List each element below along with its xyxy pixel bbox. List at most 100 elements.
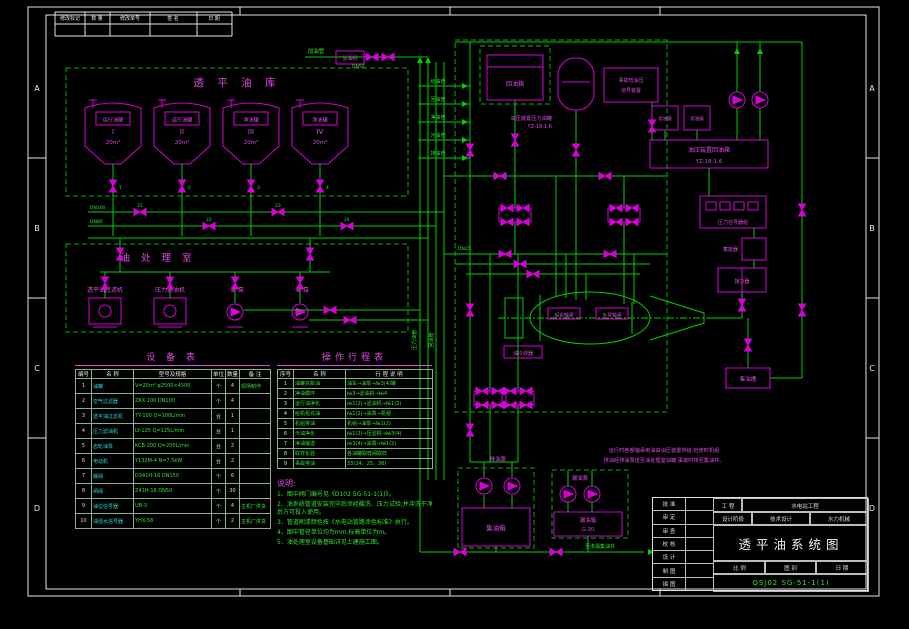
- signature-label: 审 查: [653, 524, 686, 537]
- table-row: 9 事故排油 33(24、25、36): [277, 458, 433, 469]
- valve-icon: [166, 276, 174, 290]
- cell-remark: [239, 423, 271, 439]
- table-row: 6 污油净化 №1(2)→压滤机→№3(4): [277, 428, 433, 439]
- pipe-tag: 排油管: [430, 150, 445, 157]
- outer-border: [27, 6, 880, 597]
- vent-icon: [227, 99, 235, 108]
- cell-desc: №3→滤油机→№4: [345, 388, 433, 399]
- dn-label: DN25: [458, 246, 471, 252]
- cell-name: 油罐充新油: [293, 378, 346, 389]
- equipment-label: 油 泵: [230, 286, 244, 294]
- cell-qty: 4: [225, 378, 240, 394]
- cell-name: 油位信号器: [91, 498, 134, 514]
- col-header: 序号: [277, 369, 294, 379]
- table-row: 6 电动机 Y132M-4 N=7.5kW 台 2: [75, 453, 271, 469]
- signal-box-label: 事故低油压: [618, 77, 643, 84]
- cell-spec: TY-100 Q=100L/min: [133, 408, 212, 424]
- table-row: 1 油罐 V=20m³ φ2500×4500 个 4 现场制作: [75, 378, 271, 394]
- valve-numbers: 1 2 3 4 21 22 23 24: [119, 185, 350, 223]
- low-pressure-signal-box: 事故低油压 信号装置: [603, 67, 659, 103]
- table-row: 7 蝶阀 D341H-16 DN150 个 6: [75, 468, 271, 484]
- drawing-title: 透平油系统图: [713, 524, 869, 562]
- valve-number: 1: [119, 185, 122, 191]
- cell-qty: 6: [225, 468, 240, 484]
- leak-pumps-label: 漏油泵: [572, 474, 589, 482]
- valve-icon: [603, 250, 617, 258]
- zone-letter: B: [34, 224, 40, 233]
- return-tank: 回油箱: [486, 54, 544, 101]
- mobile-filter-label: 滤油机: [342, 55, 357, 62]
- signature-row: 校 核: [653, 537, 713, 552]
- cell-no: 10: [75, 513, 92, 529]
- cell-no: 6: [75, 453, 92, 469]
- stage-label: 设计阶段: [713, 511, 753, 526]
- signature-label: 校 核: [653, 537, 686, 551]
- turbine-body: [529, 291, 651, 345]
- cell-unit: 台: [211, 438, 226, 454]
- valve-cluster-icon: [499, 205, 531, 226]
- valve-icon: [453, 548, 467, 556]
- cell-no: 6: [277, 428, 294, 439]
- arrow-up-icon: [734, 48, 740, 54]
- signature-label: 描 图: [653, 577, 686, 590]
- pressure-tank-model: YZ-18-1.6: [527, 124, 552, 130]
- signature-value: [686, 525, 713, 537]
- col-header: 名 称: [293, 369, 346, 379]
- leak-pump-icon: [559, 485, 577, 503]
- cell-name: 齿轮油泵: [91, 438, 134, 454]
- valve-number: 22: [206, 217, 212, 223]
- riser-label: 压力油管: [411, 330, 418, 350]
- inner-border: [45, 14, 867, 590]
- title-block: 批 准 审 定 审 查 校 核 设 计: [652, 497, 869, 592]
- cell-name: 蝶阀: [91, 468, 134, 484]
- valve-icon: [343, 316, 357, 324]
- cell-spec: UB-3: [133, 498, 212, 514]
- arrow-up-icon: [417, 57, 423, 63]
- table-row: 5 机组排油 机组→油泵→№1(2): [277, 418, 433, 429]
- signature-label: 设 计: [653, 551, 686, 564]
- cell-remark: [239, 393, 271, 409]
- valve-icon: [296, 276, 304, 290]
- cell-unit: 台: [211, 408, 226, 424]
- cell-no: 5: [277, 418, 294, 429]
- zone-letter: A: [869, 84, 875, 93]
- oil-cooler-label: 油冷却器: [513, 350, 533, 357]
- equipment-table-title: 设 备 表: [75, 350, 270, 366]
- cell-name: 取样化验: [293, 448, 346, 459]
- date-label: 日 期: [815, 560, 869, 575]
- tank-name: 净油罐: [243, 116, 259, 124]
- cell-no: 9: [277, 458, 294, 469]
- pressure-pump-icon: [751, 91, 769, 109]
- signature-value: [686, 511, 713, 523]
- cell-name: 空气过滤器: [91, 393, 134, 409]
- cell-name: 油混水信号器: [91, 513, 134, 529]
- cell-no: 8: [277, 448, 294, 459]
- arrow-up-icon: [757, 48, 763, 54]
- note-item: 4、图中管径单位均为mm,标高单位为m。: [277, 529, 391, 537]
- tank-volume: 20m³: [175, 139, 190, 146]
- bearing-label: 组合轴承: [554, 312, 573, 319]
- table-row: 4 给机组充油 №1(2)→油泵→机组: [277, 408, 433, 419]
- valve-icon: [109, 179, 117, 193]
- cell-name: 电动机: [91, 453, 134, 469]
- valve-icon: [466, 303, 474, 317]
- cell-remark: 现场制作: [239, 378, 271, 394]
- collect-tank-label: 集油箱: [486, 523, 506, 532]
- cell-qty: 2: [225, 453, 240, 469]
- fill-pipe-label: 加油管: [308, 47, 325, 55]
- vent-icon: [158, 99, 166, 108]
- valve-icon: [466, 423, 474, 437]
- dn-label: DN100: [90, 205, 106, 211]
- valve-icon: [133, 208, 147, 216]
- cell-unit: 台: [211, 423, 226, 439]
- operation-table-header: 序号 名 称 行 程 说 明: [277, 369, 433, 379]
- valve-number: 4: [326, 185, 329, 191]
- notes-title: 说明:: [277, 479, 296, 488]
- cell-unit: 个: [211, 498, 226, 514]
- cell-name: 压力滤油机: [91, 423, 134, 439]
- table-row: 8 取样化验 各油罐取样阀取样: [277, 448, 433, 459]
- valve-icon: [513, 260, 527, 268]
- oil-collect-trough: 集油槽: [725, 367, 771, 389]
- mobile-filter-unit: 滤油机 加油管: [308, 47, 365, 65]
